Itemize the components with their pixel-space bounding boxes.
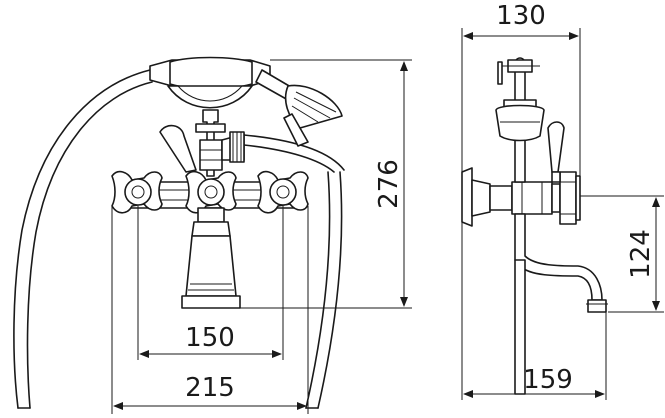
hand-shower xyxy=(149,56,343,147)
dimension-124: 124 xyxy=(580,195,664,313)
dimension-150: 150 xyxy=(137,206,284,360)
dimension-150-label: 150 xyxy=(185,323,235,353)
side-body xyxy=(489,181,561,215)
dimension-276: 276 xyxy=(240,59,412,309)
side-cradle xyxy=(495,99,545,142)
side-spout xyxy=(514,213,608,395)
dimension-159-label: 159 xyxy=(523,365,573,395)
wall-flange xyxy=(461,167,491,227)
dimension-159: 159 xyxy=(463,312,607,400)
side-cross-handle xyxy=(559,171,581,225)
front-view: 150 215 276 xyxy=(13,56,412,414)
dimension-130-label: 130 xyxy=(496,1,546,31)
spout-front xyxy=(181,207,241,309)
cross-handle-right xyxy=(257,170,309,214)
side-lever xyxy=(547,121,565,183)
dimension-215: 215 xyxy=(111,206,309,414)
dimension-215-label: 215 xyxy=(185,373,235,403)
cradle xyxy=(195,109,226,177)
diverter-lever xyxy=(159,124,197,173)
side-view: 130 xyxy=(461,1,664,400)
dimension-130: 130 xyxy=(461,1,581,400)
dimension-124-label: 124 xyxy=(626,229,656,279)
cross-handle-center xyxy=(185,170,237,214)
hose-connector xyxy=(221,131,245,163)
dimension-276-label: 276 xyxy=(374,159,404,209)
